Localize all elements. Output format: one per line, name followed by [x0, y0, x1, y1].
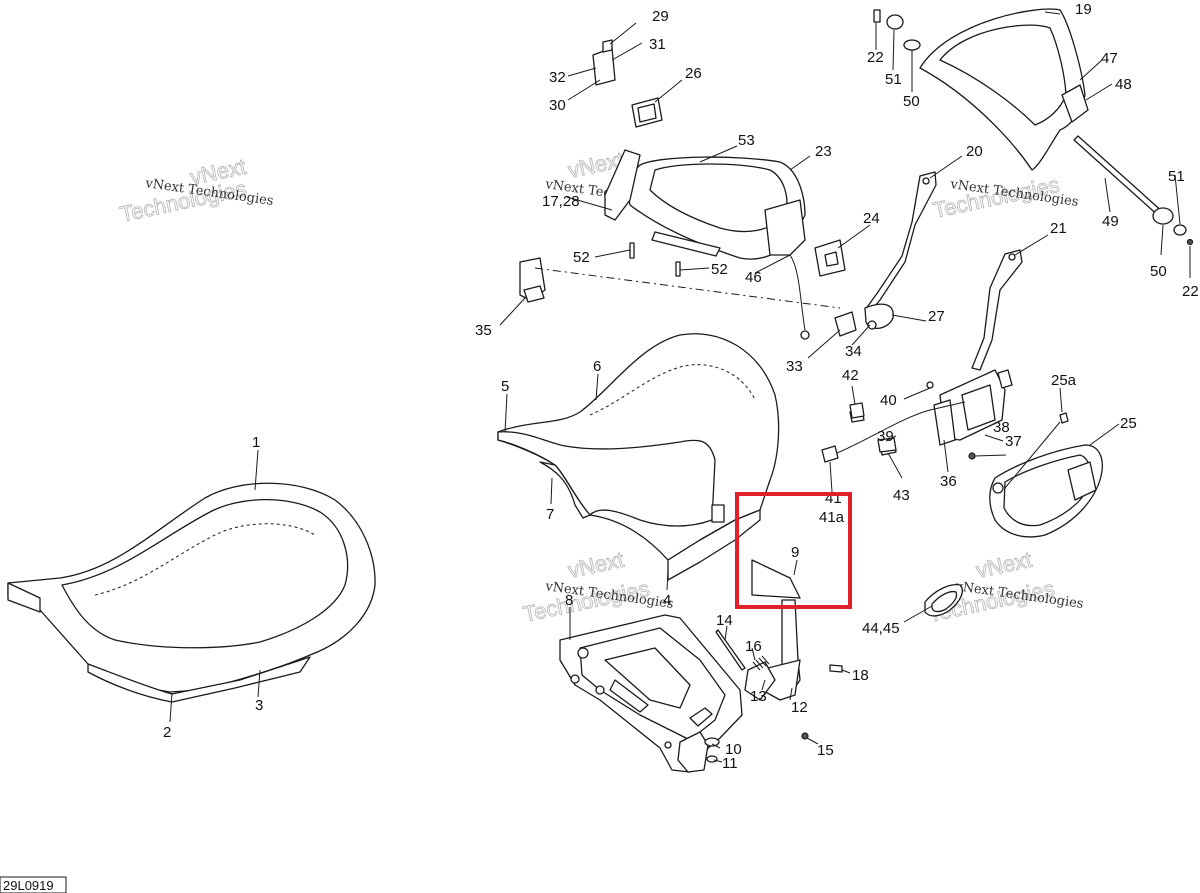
callout-3: 3 [255, 697, 263, 714]
callout-16: 16 [745, 638, 762, 655]
callout-11: 11 [722, 755, 738, 772]
callout-52: 52 [711, 261, 728, 278]
callout-49: 49 [1102, 213, 1119, 230]
callout-33: 33 [786, 358, 803, 375]
callout-37: 37 [1005, 433, 1022, 450]
reference-code: 29L0919 [3, 878, 54, 893]
callout-51: 51 [885, 71, 902, 88]
callout-34: 34 [845, 343, 862, 360]
latch-bracket [704, 559, 843, 763]
callout-13: 13 [750, 688, 767, 705]
reference-code-box [0, 876, 67, 893]
callout-39: 39 [877, 428, 894, 445]
backrest-assembly [873, 8, 1194, 246]
callout-22: 22 [1182, 283, 1199, 300]
callout-labels: 1 2 3 4 5 6 7 8 9 10 11 12 13 14 15 16 1… [163, 1, 1199, 772]
callout-9: 9 [791, 544, 799, 561]
leader-lines [169, 11, 1191, 763]
side-cover [989, 412, 1103, 538]
callout-25: 25 [1120, 415, 1137, 432]
callout-38: 38 [993, 419, 1010, 436]
callout-29: 29 [652, 8, 669, 25]
backrest-brackets [864, 171, 1023, 460]
callout-36: 36 [940, 473, 957, 490]
callout-7: 7 [546, 506, 554, 523]
callout-44-45: 44,45 [862, 620, 900, 637]
reflector [924, 584, 963, 617]
callout-52: 52 [573, 249, 590, 266]
callout-53: 53 [738, 132, 755, 149]
callout-15: 15 [817, 742, 834, 759]
callout-51: 51 [1168, 168, 1185, 185]
seat-base-frame [559, 614, 743, 773]
callout-48: 48 [1115, 76, 1132, 93]
callout-2: 2 [163, 724, 171, 741]
callout-42: 42 [842, 367, 859, 384]
callout-14: 14 [716, 612, 733, 629]
storage-compartment [604, 149, 810, 340]
callout-10: 10 [725, 741, 742, 758]
callout-1: 1 [252, 434, 260, 451]
callout-43: 43 [893, 487, 910, 504]
callout-5: 5 [501, 378, 509, 395]
callout-32: 32 [549, 69, 566, 86]
callout-50: 50 [903, 93, 920, 110]
callout-21: 21 [1050, 220, 1067, 237]
callout-8: 8 [565, 592, 573, 609]
one-piece-seat [7, 482, 376, 703]
callout-41a: 41a [819, 509, 845, 526]
assembly-centerline [534, 267, 841, 309]
callout-50: 50 [1150, 263, 1167, 280]
callout-20: 20 [966, 143, 983, 160]
callout-40: 40 [880, 392, 897, 409]
callout-12: 12 [791, 699, 808, 716]
callout-47: 47 [1101, 50, 1118, 67]
callout-4: 4 [663, 592, 671, 609]
highlight-box-part-9 [735, 492, 852, 609]
callout-18: 18 [852, 667, 869, 684]
callout-24: 24 [863, 210, 880, 227]
watermark-brand-big: vNext [974, 547, 1034, 583]
callout-17-28: 17,28 [542, 193, 580, 210]
callout-27: 27 [928, 308, 945, 325]
callout-6: 6 [593, 358, 601, 375]
callout-22: 22 [867, 49, 884, 66]
callout-23: 23 [815, 143, 832, 160]
callout-31: 31 [649, 36, 666, 53]
callout-19: 19 [1075, 1, 1092, 18]
callout-25a: 25a [1051, 372, 1077, 389]
callout-26: 26 [685, 65, 702, 82]
callout-30: 30 [549, 97, 566, 114]
callout-46: 46 [745, 269, 762, 286]
callout-35: 35 [475, 322, 492, 339]
watermark-brand-big: vNext [566, 547, 626, 583]
